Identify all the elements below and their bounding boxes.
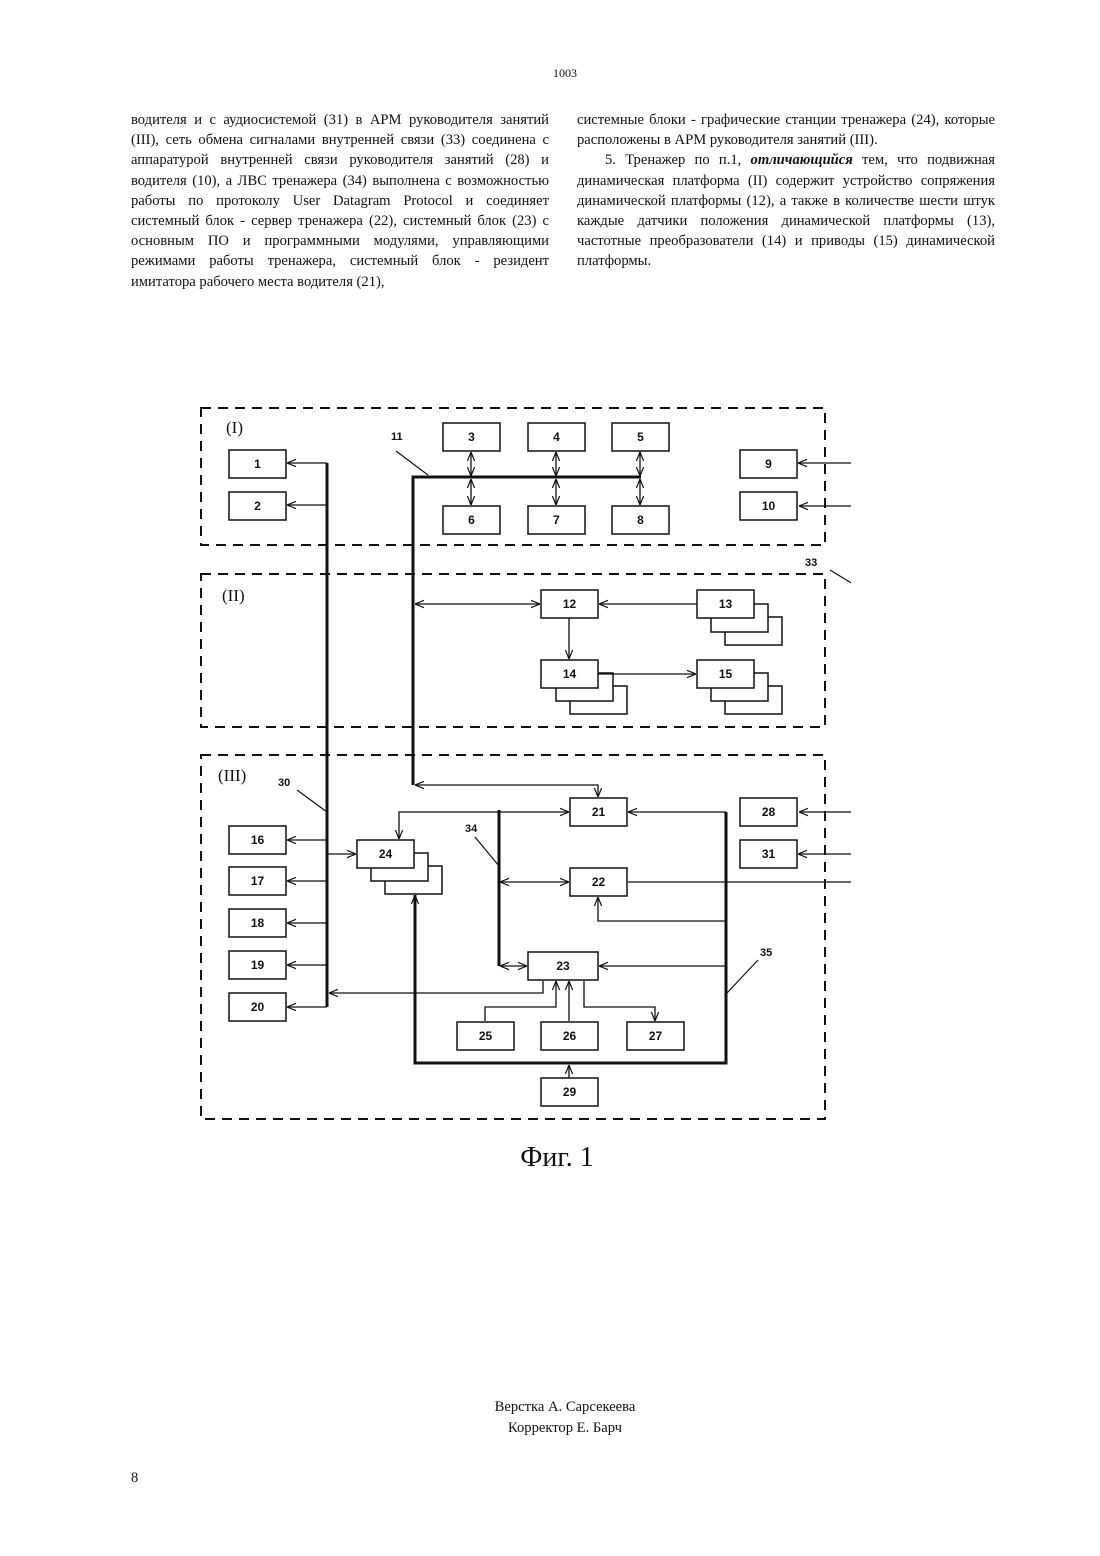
right-paragraph-1: системные блоки - графические станции тр…: [577, 110, 995, 150]
zone-label-2: (II): [222, 586, 245, 605]
layout-credit: Верстка А. Сарсекеева: [0, 1397, 1100, 1418]
credits-footer: Верстка А. Сарсекеева Корректор Е. Барч: [0, 1397, 1100, 1439]
ref-35: 35: [760, 947, 772, 959]
block-28-label: 28: [762, 805, 776, 819]
block-18-label: 18: [251, 916, 265, 930]
block-23-label: 23: [556, 959, 570, 973]
block-6-label: 6: [468, 513, 475, 527]
block-3-label: 3: [468, 430, 475, 444]
zone-label-1: (I): [226, 418, 243, 437]
corrector-credit: Корректор Е. Барч: [0, 1418, 1100, 1439]
page-number-bottom: 8: [131, 1470, 138, 1487]
zone-label-3: (III): [218, 766, 246, 785]
block-27-label: 27: [649, 1029, 663, 1043]
ref-11: 11: [391, 431, 403, 443]
block-4-label: 4: [553, 430, 560, 444]
block-22-label: 22: [592, 875, 606, 889]
block-26-label: 26: [563, 1029, 577, 1043]
block-1-label: 1: [254, 457, 261, 471]
block-diagram-figure: (I) (II) (III): [189, 396, 851, 1184]
claim-5-start: 5. Тренажер по п.1,: [605, 152, 751, 168]
figure-caption: Фиг. 1: [520, 1142, 593, 1173]
block-31-label: 31: [762, 847, 776, 861]
right-paragraph-2: 5. Тренажер по п.1, отличающийся тем, чт…: [577, 150, 995, 271]
left-paragraph: водителя и с аудиосистемой (31) в АРМ ру…: [131, 110, 549, 292]
block-21-label: 21: [592, 805, 606, 819]
left-text-column: водителя и с аудиосистемой (31) в АРМ ру…: [131, 110, 549, 292]
block-29-label: 29: [563, 1085, 577, 1099]
page-number-top: 1003: [0, 66, 1100, 81]
block-13-label: 13: [719, 597, 733, 611]
claim-emphasis: отличающийся: [751, 152, 853, 168]
block-9-label: 9: [765, 457, 772, 471]
block-diagram: (I) (II) (III): [189, 396, 851, 1184]
block-20-label: 20: [251, 1000, 265, 1014]
ref-30: 30: [278, 777, 290, 789]
block-24-label: 24: [379, 847, 393, 861]
block-8-label: 8: [637, 513, 644, 527]
ref-34: 34: [465, 823, 478, 835]
block-5-label: 5: [637, 430, 644, 444]
ref-33: 33: [805, 557, 817, 569]
right-text-column: системные блоки - графические станции тр…: [577, 110, 995, 272]
block-7-label: 7: [553, 513, 560, 527]
block-12-label: 12: [563, 597, 577, 611]
block-15-label: 15: [719, 667, 733, 681]
block-16-label: 16: [251, 833, 265, 847]
block-25-label: 25: [479, 1029, 493, 1043]
block-17-label: 17: [251, 874, 265, 888]
block-19-label: 19: [251, 958, 265, 972]
block-2-label: 2: [254, 499, 261, 513]
block-14-label: 14: [563, 667, 577, 681]
block-10-label: 10: [762, 499, 776, 513]
claim-5-end: тем, что подвижная динамическая платформ…: [577, 152, 995, 269]
